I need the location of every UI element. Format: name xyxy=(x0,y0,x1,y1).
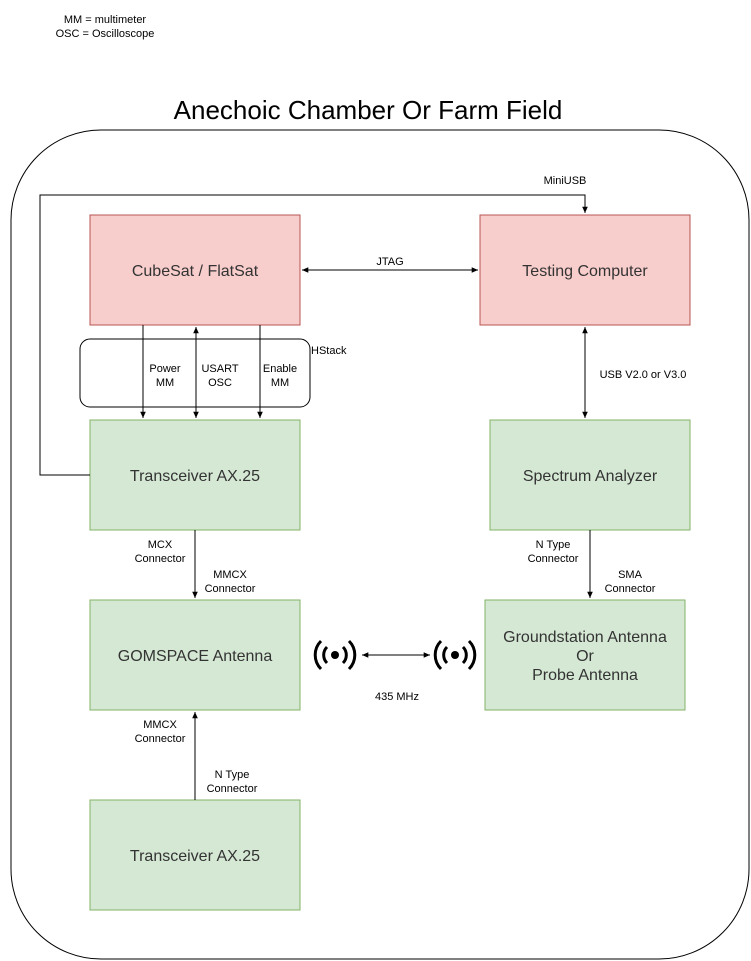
mcx-label-1: MCX xyxy=(148,539,173,551)
enable-label: Enable xyxy=(263,363,297,375)
ntype-bottom-label-2: Connector xyxy=(207,783,258,795)
usart-label: USART xyxy=(201,363,238,375)
jtag-label: JTAG xyxy=(376,256,403,268)
groundstation-label-line1: Groundstation Antenna xyxy=(503,629,667,646)
groundstation-label-line2: Or xyxy=(576,648,594,665)
cubesat-box[interactable]: CubeSat / FlatSat xyxy=(89,214,301,326)
legend-multimeter: MM = multimeter xyxy=(64,14,147,26)
sma-label-1: SMA xyxy=(618,569,643,581)
groundstation-antenna-box[interactable]: Groundstation Antenna Or Probe Antenna xyxy=(484,599,686,711)
chamber-container xyxy=(10,129,750,960)
mcx-label-2: Connector xyxy=(135,553,186,565)
ntype-right-label-2: Connector xyxy=(528,553,579,565)
power-mm-label: MM xyxy=(156,377,174,389)
miniusb-connector xyxy=(39,194,588,476)
frequency-label: 435 MHz xyxy=(375,691,419,703)
usb-label: USB V2.0 or V3.0 xyxy=(600,369,687,381)
mmcx-top-label-2: Connector xyxy=(205,583,256,595)
transceiver-top-label: Transceiver AX.25 xyxy=(130,468,260,485)
transceiver-bottom-box[interactable]: Transceiver AX.25 xyxy=(89,799,301,911)
hstack-label: HStack xyxy=(311,345,347,357)
antenna-signal-icon xyxy=(313,639,357,671)
legend-oscilloscope: OSC = Oscilloscope xyxy=(56,28,155,40)
transceiver-bottom-label: Transceiver AX.25 xyxy=(130,848,260,865)
mmcx-bottom-label-1: MMCX xyxy=(143,719,177,731)
sma-label-2: Connector xyxy=(605,583,656,595)
spectrum-analyzer-box[interactable]: Spectrum Analyzer xyxy=(489,419,691,531)
diagram-title: Anechoic Chamber Or Farm Field xyxy=(174,95,563,125)
usart-osc-label: OSC xyxy=(208,377,232,389)
groundstation-label-line3: Probe Antenna xyxy=(532,667,638,684)
miniusb-label: MiniUSB xyxy=(544,175,587,187)
enable-mm-label: MM xyxy=(271,377,289,389)
gomspace-antenna-box[interactable]: GOMSPACE Antenna xyxy=(89,599,301,711)
mmcx-bottom-label-2: Connector xyxy=(135,733,186,745)
mmcx-top-label-1: MMCX xyxy=(213,569,247,581)
testing-computer-label: Testing Computer xyxy=(522,263,648,280)
ntype-right-label-1: N Type xyxy=(536,539,571,551)
cubesat-label: CubeSat / FlatSat xyxy=(132,263,259,280)
transceiver-top-box[interactable]: Transceiver AX.25 xyxy=(89,419,301,531)
testing-computer-box[interactable]: Testing Computer xyxy=(479,214,691,326)
spectrum-analyzer-label: Spectrum Analyzer xyxy=(523,468,658,485)
gomspace-antenna-label: GOMSPACE Antenna xyxy=(118,648,273,665)
power-label: Power xyxy=(149,363,181,375)
ntype-bottom-label-1: N Type xyxy=(215,769,250,781)
antenna-signal-icon xyxy=(433,639,477,671)
